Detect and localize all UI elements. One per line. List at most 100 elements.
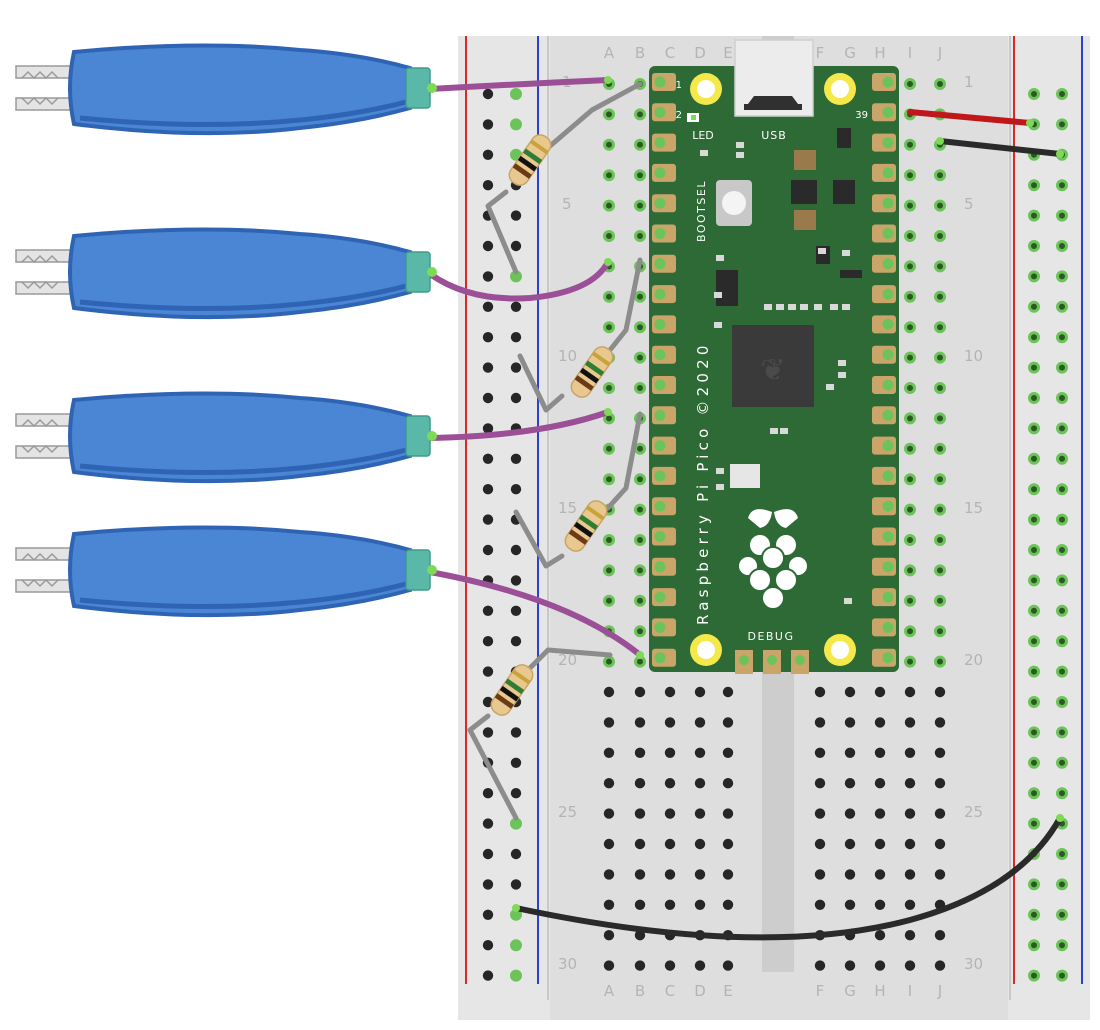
rail-hole-center [1059, 516, 1065, 523]
rail-hole-center [1031, 699, 1037, 705]
rail-hole-center [1031, 577, 1037, 584]
breadboard-hole [844, 778, 856, 789]
rail-hole-center [1031, 395, 1037, 401]
clip-body [68, 525, 412, 618]
breadboard-hole-center [937, 628, 943, 635]
col-label-i: I [908, 44, 912, 62]
row-number-25-right: 25 [964, 803, 983, 821]
breadboard-hole [904, 899, 916, 910]
diode-component [837, 128, 851, 148]
mount-hole-top-left-center [697, 80, 715, 98]
pico-pin-hole [882, 197, 894, 209]
breadboard-hole [874, 899, 886, 910]
clip-connector [427, 267, 437, 277]
rail-hole [482, 301, 494, 312]
rail-hole [482, 909, 494, 920]
breadboard-hole [722, 717, 734, 728]
alligator-clip-1[interactable] [15, 43, 437, 136]
resistor-3-band-4 [585, 505, 605, 521]
alligator-clip-3[interactable] [15, 391, 437, 484]
row-number-5-right: 5 [964, 195, 974, 213]
breadboard-hole [603, 960, 615, 971]
breadboard-hole [664, 838, 676, 850]
breadboard-hole [634, 869, 646, 880]
breadboard-hole-center [937, 202, 943, 209]
breadboard-hole-center [937, 172, 943, 179]
breadboard-hole [603, 899, 615, 910]
rail-hole [482, 788, 494, 799]
breadboard-hole [603, 778, 615, 789]
rail-hole [510, 270, 522, 283]
resistor-4-band-1 [494, 693, 514, 709]
resistor-2-lead-bottom [517, 353, 565, 413]
breadboard-holes [482, 78, 1068, 982]
breadboard-hole [722, 808, 734, 819]
resistor-4-lead-top [527, 647, 613, 671]
col-label-d-bottom: D [694, 982, 706, 1000]
rail-hole-center [1031, 425, 1037, 432]
breadboard-hole-center [606, 597, 612, 604]
breadboard-hole [904, 686, 916, 698]
bootsel-button-cap[interactable] [722, 191, 746, 215]
debug-label: DEBUG [747, 630, 794, 643]
rail-hole [482, 423, 494, 434]
rail-hole-center [1059, 547, 1065, 553]
raspberry-leaf-right [774, 509, 798, 528]
rail-hole-center [1031, 972, 1037, 979]
col-label-j-bottom: J [937, 982, 942, 1000]
clip-body-shadow [79, 581, 407, 610]
breadboard-hole [603, 747, 615, 758]
rail-hole-center [1059, 881, 1065, 888]
breadboard-hole-center [907, 141, 913, 148]
smd-part [716, 255, 724, 261]
breadboard-hole [814, 717, 826, 728]
pico-pin-hole [882, 167, 894, 179]
breadboard-hole [904, 869, 916, 880]
breadboard-hole-center [637, 324, 643, 331]
pico-pin-hole [654, 228, 666, 239]
clip-connector [427, 565, 437, 575]
rail-hole-center [1059, 668, 1065, 675]
purple-wires [427, 77, 643, 658]
smd-part [716, 484, 724, 490]
wire-red-power [907, 109, 1033, 126]
breadboard-hole-center [907, 324, 913, 331]
clip-body [68, 391, 412, 484]
breadboard-hole [904, 747, 916, 758]
purple-wire-ends [604, 76, 644, 659]
breadboard-hole [634, 838, 646, 850]
resistor-3-band-3 [578, 514, 599, 531]
resistor-3-band-1 [568, 529, 588, 545]
breadboard-hole [664, 808, 676, 819]
breadboard-hole [664, 717, 676, 728]
breadboard-hole [694, 747, 706, 758]
col-label-g: G [844, 44, 856, 62]
breadboard-hole [934, 960, 946, 971]
power-wire-ends [512, 119, 1064, 912]
breadboard-hole [874, 717, 886, 728]
breadboard-hole-center [637, 506, 643, 513]
rail-hole [510, 301, 522, 312]
breadboard-hole-center [907, 415, 913, 422]
alligator-clip-2[interactable] [15, 227, 437, 320]
resistor-1 [508, 134, 552, 186]
rail-hole [482, 88, 494, 100]
row-number-1-right: 1 [964, 73, 974, 91]
resistor-3 [564, 500, 608, 552]
alligator-clip-4[interactable] [15, 525, 437, 618]
mount-hole-bottom-left-center [697, 641, 715, 659]
breadboard-hole [934, 869, 946, 880]
rail-hole [482, 392, 494, 404]
breadboard-hole [904, 838, 916, 850]
breadboard-hole-center [937, 506, 943, 513]
smd-part [838, 360, 846, 366]
breadboard-hole-center [907, 658, 913, 665]
rail-hole-center [1059, 91, 1065, 97]
usb-port-lip [744, 104, 802, 110]
rail-hole [482, 879, 494, 890]
col-label-b-bottom: B [635, 982, 645, 1000]
rail-hole [482, 180, 494, 191]
rail-hole-center [1059, 243, 1065, 249]
breadboard-hole [722, 838, 734, 850]
breadboard-hole-center [637, 111, 643, 118]
